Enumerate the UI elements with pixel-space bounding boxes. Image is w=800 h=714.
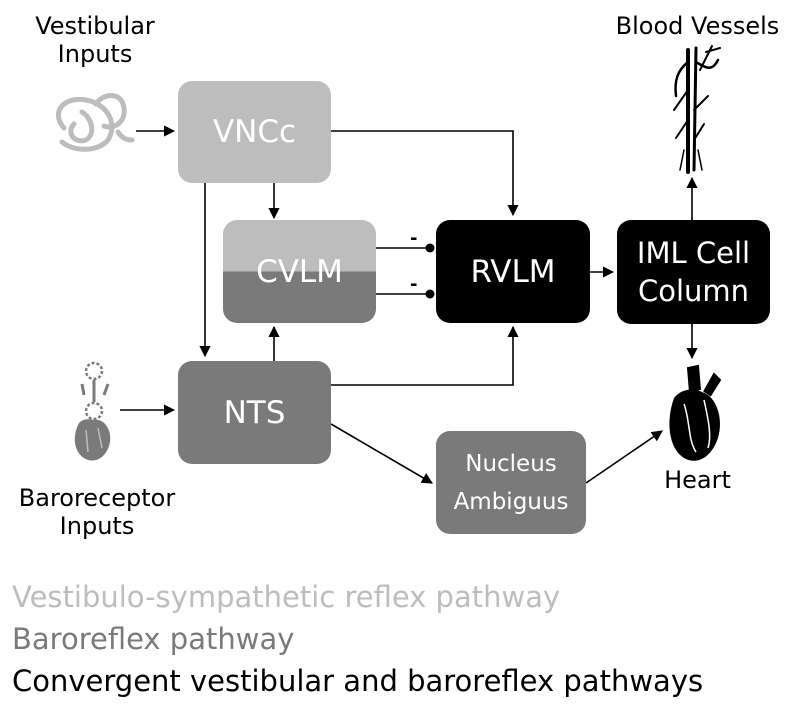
baroreceptor-heart-icon	[74, 361, 111, 461]
vestibular-inputs-label: Vestibular Inputs	[35, 12, 155, 68]
inhibitory-terminal-1	[425, 243, 435, 253]
inhibitory-terminal-2	[425, 289, 435, 299]
nts-box: NTS	[178, 361, 331, 464]
vncc-box: VNCc	[178, 81, 331, 183]
heart-label: Heart	[664, 466, 731, 494]
iml-cell-column-label: IML Cell Column	[636, 236, 751, 308]
arrow-nts-to-nucleus-ambiguus	[330, 423, 433, 484]
vncc-label: VNCc	[212, 114, 297, 150]
cvlm-label: CVLM	[256, 253, 343, 290]
iml-cell-column-box: IML Cell Column	[617, 220, 770, 324]
nts-label: NTS	[223, 394, 286, 431]
legend-convergent-pathways: Convergent vestibular and baroreflex pat…	[12, 664, 704, 698]
baroreceptor-inputs-label: Baroreceptor Inputs	[18, 484, 176, 540]
legend-vestibular-pathway: Vestibulo-sympathetic reflex pathway	[12, 580, 561, 614]
inner-ear-icon	[56, 93, 135, 152]
rvlm-label: RVLM	[470, 253, 556, 290]
heart-icon	[669, 364, 722, 461]
blood-vessels-label: Blood Vessels	[615, 12, 780, 40]
legend-baroreflex-pathway: Baroreflex pathway	[12, 622, 295, 656]
inhibitory-mark-2: -	[410, 274, 417, 295]
arrow-nts-to-rvlm	[331, 325, 519, 386]
blood-vessels-icon	[673, 45, 721, 174]
arrow-vncc-to-rvlm	[331, 130, 519, 217]
nucleus-ambiguus-box: Nucleus Ambiguus	[436, 431, 586, 534]
arrow-nucleus-ambiguus-to-heart	[585, 430, 663, 484]
cvlm-box: CVLM	[223, 220, 376, 323]
inhibitory-mark-1: -	[410, 228, 417, 249]
rvlm-box: RVLM	[436, 220, 590, 323]
nucleus-ambiguus-label: Nucleus Ambiguus	[453, 450, 569, 515]
